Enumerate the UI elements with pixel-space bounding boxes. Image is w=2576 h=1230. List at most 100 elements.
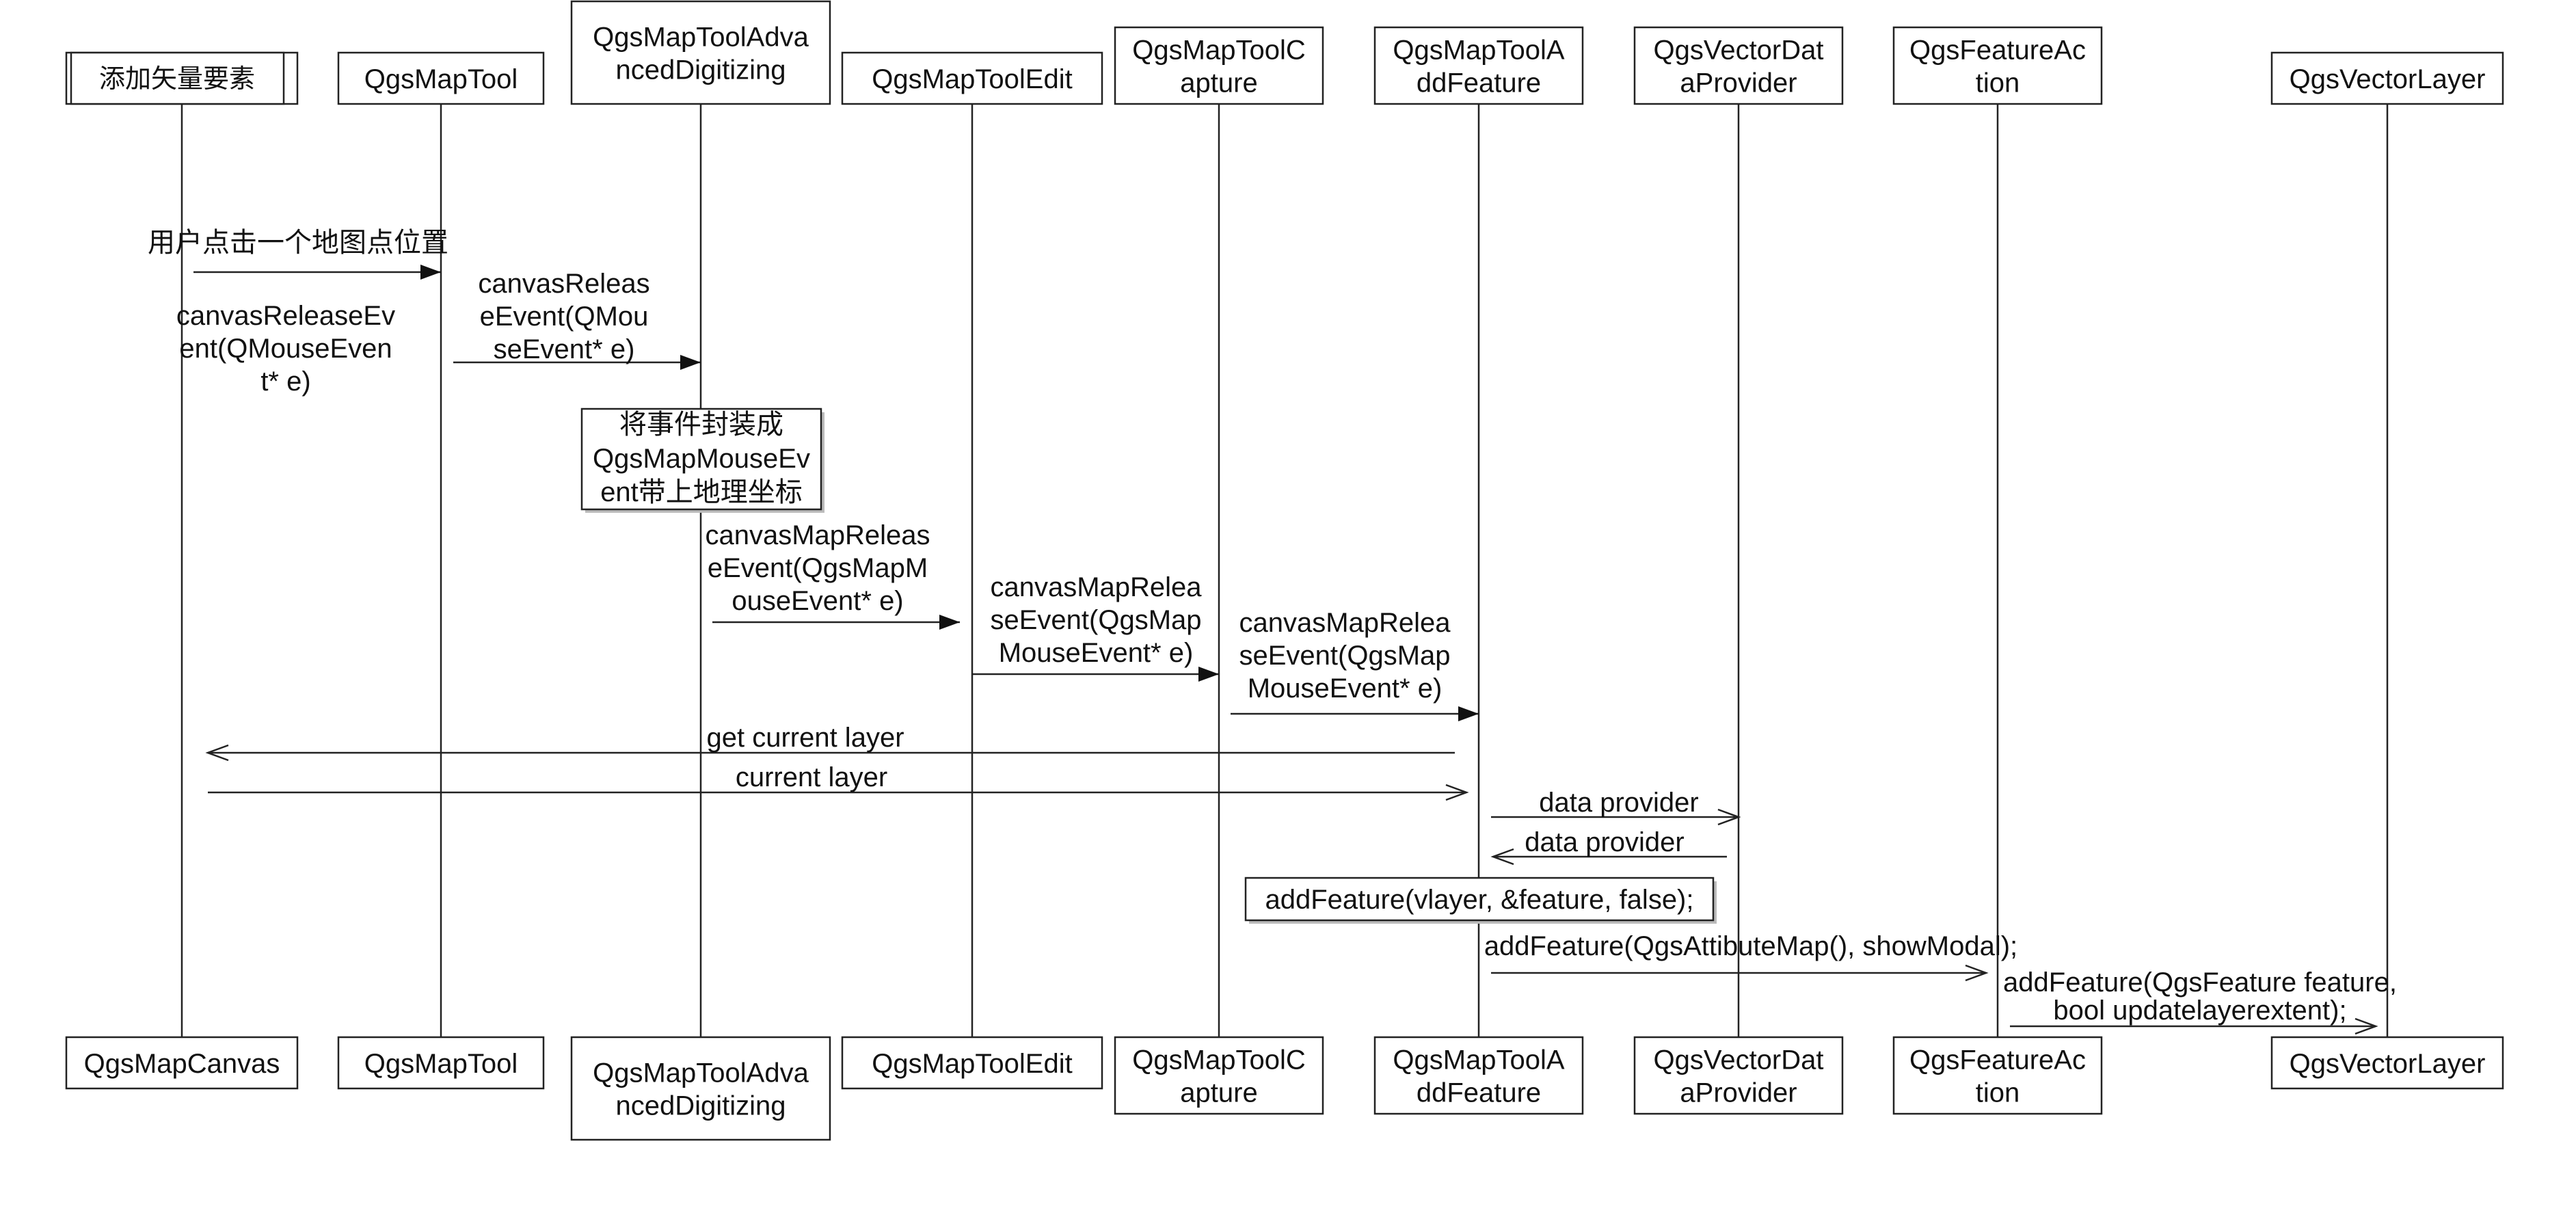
participant-box (570, 0, 831, 105)
participant-label: QgsMapToolEdit (872, 64, 1072, 94)
participant-box (1373, 1036, 1584, 1115)
participant-edit-top: QgsMapToolEdit (841, 51, 1103, 105)
participant-label: QgsFeatureAc (1909, 1045, 2086, 1075)
participant-box (1633, 26, 1844, 105)
message-label: canvasMapRelea (1239, 608, 1451, 638)
participant-tool-top: QgsMapTool (337, 51, 545, 105)
lifelines (180, 104, 2389, 1037)
participant-box (570, 1036, 831, 1141)
message-label: addFeature(QgsFeature feature, (2003, 967, 2397, 998)
message-label: bool updatelayerextent); (2053, 995, 2346, 1026)
participant-layer-bottom: QgsVectorLayer (2270, 1036, 2504, 1090)
participant-canvas-bottom: QgsMapCanvas (65, 1036, 299, 1090)
message-arrowhead (1490, 848, 1514, 866)
message-label: data provider (1525, 827, 1684, 857)
participants: QgsMapCanvasQgsMapCanvasQgsMapToolQgsMap… (65, 0, 2504, 1141)
participant-label: tion (1976, 1078, 2020, 1108)
diagram-title-text: 添加矢量要素 (99, 65, 255, 94)
message-label: canvasReleaseEv (176, 301, 395, 331)
participant-label: QgsMapToolAdva (593, 22, 809, 52)
participant-box (1892, 1036, 2103, 1115)
participant-label: QgsVectorDat (1653, 35, 1823, 65)
note-box (580, 407, 822, 511)
participant-box (1373, 26, 1584, 105)
message-arrowhead (2354, 1017, 2378, 1035)
message-arrowhead (1445, 784, 1469, 801)
participant-label: aProvider (1680, 68, 1797, 98)
participant-label: QgsVectorDat (1653, 1045, 1823, 1075)
note-text: addFeature(vlayer, &feature, false); (1265, 885, 1694, 915)
message-label: MouseEvent* e) (999, 638, 1194, 668)
participant-label: tion (1976, 68, 2020, 98)
participant-label: QgsMapToolA (1393, 35, 1565, 65)
participant-box (1892, 26, 2103, 105)
participant-label: QgsMapCanvas (84, 1049, 280, 1079)
participant-label: aProvider (1680, 1078, 1797, 1108)
note-box (1244, 877, 1715, 922)
participant-label: QgsVectorLayer (2290, 64, 2486, 94)
message-label: eEvent(QgsMapM (708, 553, 928, 583)
participant-box (337, 51, 545, 105)
participant-box (841, 1036, 1103, 1090)
message-label: eEvent(QMou (480, 302, 649, 332)
participant-label: QgsMapToolAdva (593, 1058, 809, 1088)
message-label: get current layer (706, 723, 904, 753)
message-label: data provider (1539, 788, 1698, 818)
participant-label: QgsFeatureAc (1909, 35, 2086, 65)
participant-edit-bottom: QgsMapToolEdit (841, 1036, 1103, 1090)
message-label: ouseEvent* e) (732, 586, 903, 616)
message-map-release-to-edit: canvasMapReleaseEvent(QgsMapMouseEvent* … (705, 520, 960, 630)
message-label: MouseEvent* e) (1248, 673, 1443, 704)
messages: 用户点击一个地图点位置canvasReleaseEvent(QMouseEven… (148, 228, 2397, 1035)
participant-tool-bottom: QgsMapTool (337, 1036, 545, 1090)
participant-label: ddFeature (1417, 68, 1541, 98)
message-label: seEvent(QgsMap (1239, 641, 1450, 671)
message-label: canvasReleas (478, 269, 649, 299)
message-arrowhead (939, 615, 960, 630)
message-add-feature-attr: addFeature(QgsAttibuteMap(), showModal); (1484, 931, 2017, 982)
message-label: current layer (736, 762, 887, 792)
message-label: t* e) (260, 366, 310, 397)
message-arrowhead (1198, 667, 1219, 682)
participant-box (1633, 1036, 1844, 1115)
participant-label: ddFeature (1417, 1078, 1541, 1108)
participant-box (1114, 26, 1324, 105)
participant-box (841, 51, 1103, 105)
message-arrowhead (1717, 808, 1741, 826)
message-arrowhead (1458, 706, 1479, 721)
participant-label: ncedDigitizing (615, 55, 786, 85)
participant-layer-top: QgsVectorLayer (2270, 51, 2504, 105)
message-arrowhead (1965, 964, 1989, 982)
message-arrowhead (205, 744, 229, 762)
message-map-release-to-addfeat: canvasMapReleaseEvent(QgsMapMouseEvent* … (1231, 608, 1479, 721)
diagram-title: 添加矢量要素 (70, 51, 285, 105)
participant-label: QgsVectorLayer (2290, 1049, 2486, 1079)
note-text: 将事件封装成 (619, 410, 783, 440)
message-label: 用户点击一个地图点位置 (148, 228, 448, 258)
message-data-provider-return: data provider (1490, 827, 1727, 866)
participant-label: QgsMapTool (364, 1049, 518, 1079)
participant-label: ncedDigitizing (615, 1091, 786, 1121)
participant-label: apture (1180, 1078, 1257, 1108)
message-map-release-to-capture: canvasMapReleaseEvent(QgsMapMouseEvent* … (972, 572, 1219, 682)
message-arrowhead (680, 355, 701, 370)
note-add-feature-call: addFeature(vlayer, &feature, false); (1244, 877, 1717, 924)
note-text: ent带上地理坐标 (600, 477, 803, 507)
message-current-layer: current layer (208, 762, 1469, 801)
message-label: ent(QMouseEven (179, 334, 392, 364)
participant-label: QgsMapToolC (1132, 1045, 1305, 1075)
message-get-current-layer: get current layer (205, 723, 1455, 762)
message-add-feature-layer: addFeature(QgsFeature feature,bool updat… (2003, 967, 2397, 1035)
note-text: QgsMapMouseEv (593, 444, 810, 474)
